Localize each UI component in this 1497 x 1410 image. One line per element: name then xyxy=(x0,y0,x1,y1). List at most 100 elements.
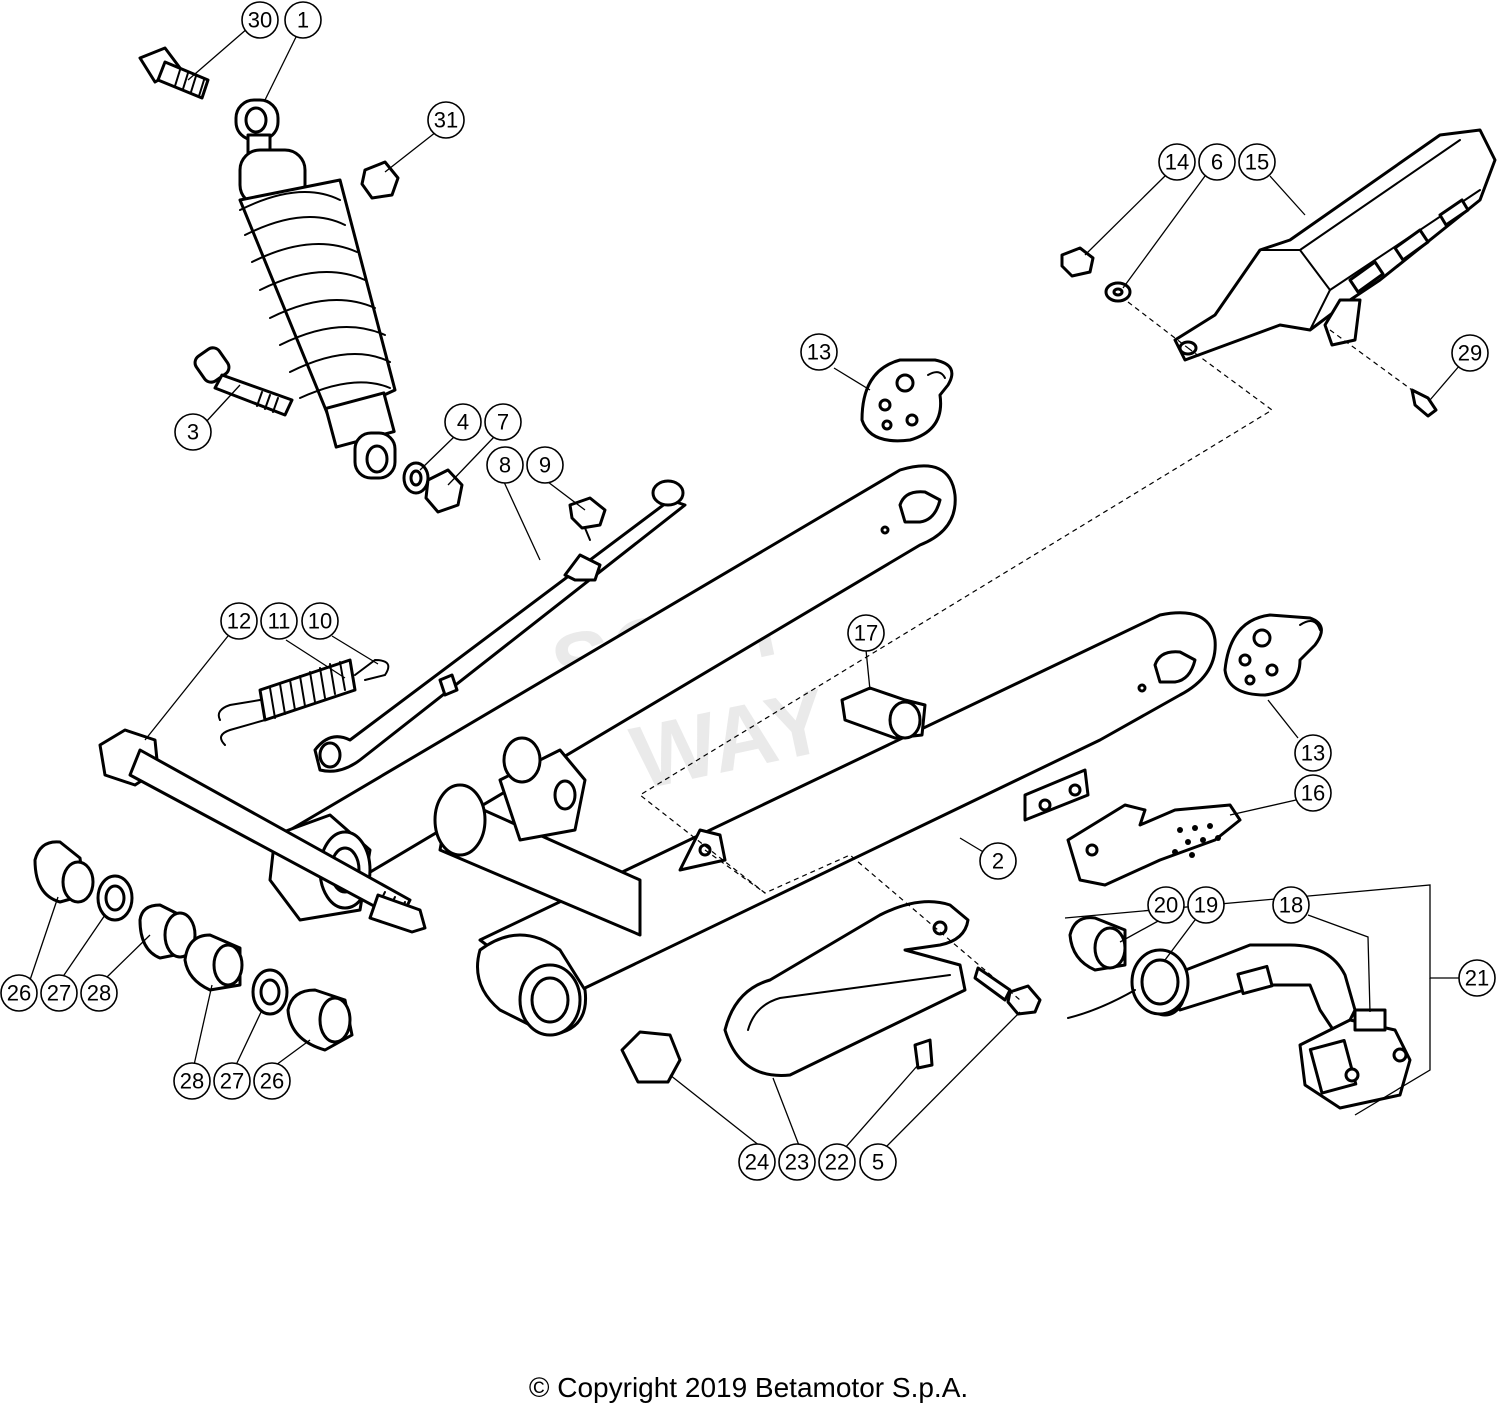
callout-20: 20 xyxy=(1147,886,1185,924)
callout-7: 7 xyxy=(484,403,522,441)
bushing-20 xyxy=(1068,916,1127,972)
callout-28-right: 28 xyxy=(173,1062,211,1100)
svg-text:9: 9 xyxy=(539,453,551,478)
washer-4 xyxy=(402,461,430,495)
swingarm xyxy=(268,464,1217,1037)
adjuster-plate-lower xyxy=(1223,613,1323,697)
callout-30: 30 xyxy=(241,1,279,39)
callout-4: 4 xyxy=(444,403,482,441)
callout-16: 16 xyxy=(1294,774,1332,812)
clip-9 xyxy=(568,496,607,541)
bushing-26-left xyxy=(33,840,95,904)
svg-text:22: 22 xyxy=(825,1150,849,1175)
callout-27-right: 27 xyxy=(213,1062,251,1100)
svg-text:10: 10 xyxy=(308,609,332,634)
callout-1: 1 xyxy=(284,1,322,39)
spring-11 xyxy=(217,658,357,746)
svg-text:16: 16 xyxy=(1301,781,1325,806)
callout-13-upper: 13 xyxy=(800,333,838,371)
callout-26-left: 26 xyxy=(0,974,38,1012)
svg-text:31: 31 xyxy=(434,108,458,133)
hook-10 xyxy=(354,658,390,681)
callout-8: 8 xyxy=(486,446,524,484)
callout-12: 12 xyxy=(220,602,258,640)
callout-29: 29 xyxy=(1451,334,1489,372)
copyright-notice: © Copyright 2019 Betamotor S.p.A. xyxy=(528,1372,969,1403)
svg-text:28: 28 xyxy=(180,1069,204,1094)
leader-lines xyxy=(29,27,1461,1151)
bolt-30 xyxy=(138,46,210,100)
svg-text:24: 24 xyxy=(745,1150,769,1175)
chain-slider-23 xyxy=(723,900,970,1077)
svg-text:13: 13 xyxy=(807,340,831,365)
svg-text:29: 29 xyxy=(1458,341,1482,366)
callout-2: 2 xyxy=(979,842,1017,880)
svg-text:8: 8 xyxy=(499,453,511,478)
callout-14: 14 xyxy=(1158,143,1196,181)
svg-text:26: 26 xyxy=(7,981,31,1006)
svg-text:27: 27 xyxy=(220,1069,244,1094)
nut-31 xyxy=(360,160,400,200)
callout-19: 19 xyxy=(1187,886,1225,924)
svg-text:11: 11 xyxy=(268,609,291,634)
callout-10: 10 xyxy=(301,602,339,640)
callout-26-right: 26 xyxy=(253,1062,291,1100)
callout-28-left: 28 xyxy=(80,974,118,1012)
callout-15: 15 xyxy=(1238,143,1276,181)
svg-text:30: 30 xyxy=(248,8,272,33)
callout-3: 3 xyxy=(174,413,212,451)
callouts: 30 1 31 3 4 7 8 9 13 14 6 15 29 12 11 10… xyxy=(0,1,1496,1181)
svg-text:6: 6 xyxy=(1211,150,1223,175)
svg-text:26: 26 xyxy=(260,1069,284,1094)
callout-23: 23 xyxy=(778,1143,816,1181)
caliper-plate-16 xyxy=(1066,803,1242,887)
svg-text:17: 17 xyxy=(854,621,878,646)
svg-text:4: 4 xyxy=(457,410,469,435)
spring-19 xyxy=(1067,948,1190,1019)
bushing-26-right xyxy=(286,988,354,1052)
clamp-17 xyxy=(840,686,927,740)
adjuster-plate-upper xyxy=(860,358,954,443)
seal-27-right xyxy=(251,968,289,1016)
brake-rod xyxy=(313,479,687,773)
svg-text:28: 28 xyxy=(87,981,111,1006)
svg-text:12: 12 xyxy=(227,609,251,634)
callout-31: 31 xyxy=(427,101,465,139)
callout-18: 18 xyxy=(1272,886,1310,924)
callout-21: 21 xyxy=(1458,959,1496,997)
svg-text:13: 13 xyxy=(1301,741,1325,766)
svg-text:3: 3 xyxy=(187,420,199,445)
nut-24 xyxy=(620,1030,682,1084)
svg-text:27: 27 xyxy=(47,981,71,1006)
callout-27-left: 27 xyxy=(40,974,78,1012)
callout-9: 9 xyxy=(526,446,564,484)
callout-11: 11 xyxy=(260,602,298,640)
callout-17: 17 xyxy=(847,614,885,652)
svg-text:15: 15 xyxy=(1245,150,1269,175)
svg-text:1: 1 xyxy=(297,8,309,33)
callout-5: 5 xyxy=(859,1143,897,1181)
bearing-28-right xyxy=(183,933,244,992)
svg-text:18: 18 xyxy=(1279,893,1303,918)
svg-text:23: 23 xyxy=(785,1150,809,1175)
screw-29 xyxy=(1410,388,1438,418)
svg-text:21: 21 xyxy=(1465,966,1489,991)
callout-13-lower: 13 xyxy=(1294,734,1332,772)
pivot-axle xyxy=(98,728,427,934)
bolt-3 xyxy=(193,346,294,417)
svg-text:5: 5 xyxy=(872,1150,884,1175)
callout-24: 24 xyxy=(738,1143,776,1181)
svg-text:14: 14 xyxy=(1165,150,1189,175)
callout-22: 22 xyxy=(818,1143,856,1181)
svg-text:19: 19 xyxy=(1194,893,1218,918)
svg-text:7: 7 xyxy=(497,410,509,435)
shock-absorber xyxy=(234,98,397,480)
bolt-5 xyxy=(973,966,1042,1016)
assembly-lines xyxy=(638,301,1413,1001)
svg-text:20: 20 xyxy=(1154,893,1178,918)
seal-27-left xyxy=(96,874,134,922)
washer-6 xyxy=(1104,281,1132,303)
callout-6: 6 xyxy=(1198,143,1236,181)
svg-text:2: 2 xyxy=(992,849,1004,874)
